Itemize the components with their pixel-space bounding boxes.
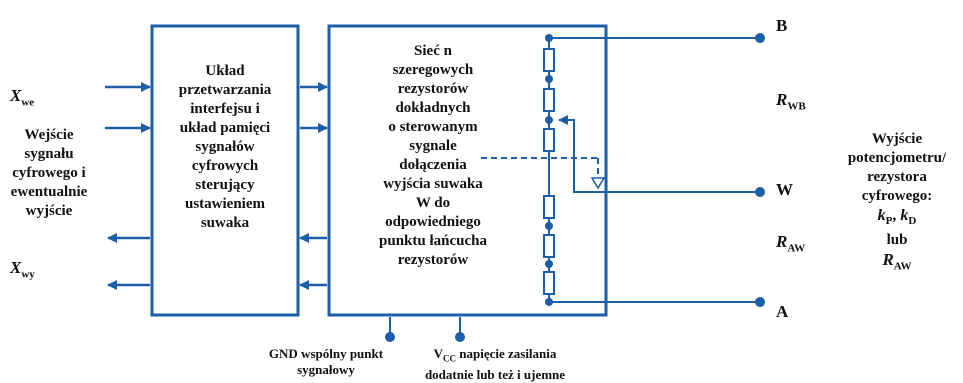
block2-line: rezystorów <box>397 81 469 97</box>
input-label-line: Wejście <box>24 127 74 143</box>
block2-line: szeregowych <box>392 62 474 78</box>
x-we-label: Xwe <box>10 86 35 109</box>
input-label-block: Wejście sygnału cyfrowego i ewentualnie … <box>0 126 98 221</box>
vcc-label: VCC napięcie zasilania dodatnie lub też … <box>400 346 590 383</box>
input-label-line: ewentualnie <box>10 184 88 200</box>
gnd-label-line: sygnałowy <box>297 362 355 377</box>
block2-line: dokładnych <box>395 100 471 116</box>
block2-line: W do <box>415 195 451 211</box>
block1-line: przetwarzania <box>178 82 272 98</box>
or-word: lub <box>886 232 908 249</box>
vcc-label-line2: dodatnie lub też i ujemne <box>424 366 566 382</box>
interface-block-text: Układ przetwarzania interfejsu i układ p… <box>154 62 296 233</box>
block1-line: cyfrowych <box>191 158 259 174</box>
block1-line: sygnałów <box>195 139 255 155</box>
block1-line: ustawieniem <box>185 196 265 212</box>
input-label-line: cyfrowego i <box>12 165 86 181</box>
input-label-line: sygnału <box>24 146 74 162</box>
terminal-w-label: W <box>776 180 793 199</box>
resistor-network-block <box>327 24 608 317</box>
dashed-control-signal <box>481 157 599 178</box>
output-r-aw: RAW <box>882 250 912 273</box>
output-label-line: rezystora <box>867 169 927 185</box>
vcc-label-line1: VCC napięcie zasilania <box>433 346 557 364</box>
output-label-line: Wyjście <box>871 131 923 147</box>
resistor-network-text: Sieć n szeregowych rezystorów dokładnych… <box>335 42 531 270</box>
block2-line: punktu łańcucha <box>379 233 487 249</box>
output-label-block: Wyjście potencjometru/ rezystora cyfrowe… <box>835 130 959 277</box>
output-label-line: cyfrowego: <box>861 188 933 204</box>
dashed-control-arrowhead <box>590 177 606 190</box>
x-wy-label: Xwy <box>10 258 35 281</box>
terminal-a-label: A <box>776 302 789 321</box>
wiper-line <box>558 115 760 193</box>
block2-line: o sterowanym <box>388 119 478 135</box>
block2-line: dołączenia <box>399 157 467 173</box>
block1-line: suwaka <box>200 215 250 231</box>
input-label-line: wyjście <box>25 203 73 219</box>
block1-line: układ pamięci <box>179 120 271 136</box>
gnd-label: GND wspólny punkt sygnałowy <box>246 346 406 378</box>
block1-line: Układ <box>205 63 245 79</box>
gnd-label-line: GND wspólny punkt <box>268 346 384 361</box>
r-wb-label: RWB <box>776 90 806 113</box>
terminal-w-dot <box>755 187 765 197</box>
terminal-b-label: B <box>776 16 788 35</box>
chain-nodes <box>545 34 553 306</box>
block2-line: Sieć n <box>414 43 452 59</box>
gnd-pin-dot <box>385 332 395 342</box>
terminal-b-dot <box>755 33 765 43</box>
output-label-line: potencjometru/ <box>847 150 947 166</box>
interface-block <box>150 24 300 317</box>
r-aw-label: RAW <box>776 232 806 255</box>
block1-line: sterujący <box>195 177 255 193</box>
block2-line: sygnale <box>409 138 457 154</box>
block1-line: interfejsu i <box>190 101 260 117</box>
terminal-a-dot <box>755 297 765 307</box>
k-coefficients: kP, kD <box>877 207 917 228</box>
block2-line: rezystorów <box>397 252 469 268</box>
block2-line: odpowiedniego <box>385 214 481 230</box>
vcc-pin-dot <box>455 332 465 342</box>
block2-line: wyjścia suwaka <box>383 176 483 192</box>
